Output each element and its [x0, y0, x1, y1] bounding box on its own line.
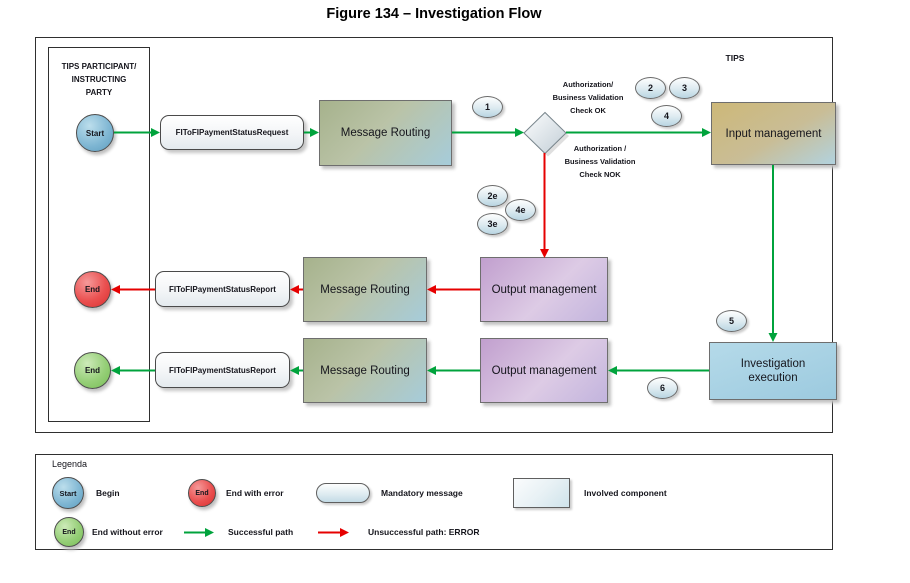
- legend-end-error-label: End with error: [226, 488, 284, 498]
- component-investigation-execution-label: Investigation execution: [740, 358, 806, 384]
- tips-lane-label: TIPS: [725, 53, 745, 63]
- legend-begin-symbol-label: Start: [59, 488, 77, 498]
- participant-lane-label: TIPS PARTICIPANT/ INSTRUCTING PARTY: [61, 62, 137, 97]
- component-output-management-error: Output management: [480, 257, 608, 322]
- start-node: Start: [76, 114, 114, 152]
- legend-end-error-symbol-label: End: [195, 489, 209, 497]
- message-payment-status-report-error: FIToFIPaymentStatusReport: [155, 271, 290, 307]
- component-message-routing-2-label: Message Routing: [320, 283, 410, 296]
- legend-begin-label: Begin: [96, 488, 120, 498]
- step-badge-3e: 3e: [477, 213, 508, 235]
- component-investigation-execution: Investigation execution: [709, 342, 837, 400]
- figure-title: Figure 134 – Investigation Flow: [326, 6, 542, 22]
- legend-mandatory-message-symbol: [316, 483, 370, 503]
- step-badge-4e: 4e: [505, 199, 536, 221]
- legend-begin-symbol: Start: [52, 477, 84, 509]
- end-error-node-label: End: [84, 285, 101, 294]
- end-ok-node-label: End: [84, 366, 101, 375]
- legend-success-path-label: Successful path: [228, 527, 294, 537]
- component-input-management: Input management: [711, 102, 836, 165]
- component-input-management-label: Input management: [725, 127, 822, 140]
- step-badge-2: 2: [635, 77, 666, 99]
- legend-title: Legenda: [52, 459, 88, 469]
- component-output-management-error-label: Output management: [491, 283, 597, 296]
- end-error-node: End: [74, 271, 111, 308]
- component-message-routing-1: Message Routing: [319, 100, 452, 166]
- component-output-management-ok-label: Output management: [491, 364, 597, 377]
- step-badge-4: 4: [651, 105, 682, 127]
- decision-nok-label: Authorization / Business Validation Chec…: [564, 144, 636, 179]
- component-message-routing-3: Message Routing: [303, 338, 427, 403]
- start-node-label: Start: [85, 128, 105, 138]
- participant-lane: TIPS PARTICIPANT/ INSTRUCTING PARTY: [48, 47, 150, 422]
- step-badge-2e: 2e: [477, 185, 508, 207]
- component-message-routing-1-label: Message Routing: [340, 127, 431, 139]
- legend-end-ok-symbol: End: [54, 517, 84, 547]
- legend-end-error-symbol: End: [188, 479, 216, 507]
- legend-involved-component-label: Involved component: [584, 488, 667, 498]
- legend-box: [35, 454, 833, 550]
- message-payment-status-report-ok: FIToFIPaymentStatusReport: [155, 352, 290, 388]
- legend-error-path-label: Unsuccessful path: ERROR: [368, 527, 480, 537]
- step-badge-3: 3: [669, 77, 700, 99]
- message-payment-status-request: FIToFIPaymentStatusRequest: [160, 115, 304, 150]
- legend-end-ok-label: End without error: [92, 527, 163, 537]
- legend-end-ok-symbol-label: End: [62, 528, 76, 536]
- message-payment-status-report-ok-label: FIToFIPaymentStatusReport: [169, 365, 276, 375]
- diagram-canvas: [35, 37, 833, 433]
- component-message-routing-2: Message Routing: [303, 257, 427, 322]
- message-payment-status-request-label: FIToFIPaymentStatusRequest: [175, 128, 289, 137]
- message-payment-status-report-error-label: FIToFIPaymentStatusReport: [169, 284, 276, 294]
- legend-mandatory-message-label: Mandatory message: [381, 488, 463, 498]
- step-badge-5: 5: [716, 310, 747, 332]
- legend-involved-component-symbol: [513, 478, 570, 508]
- end-ok-node: End: [74, 352, 111, 389]
- step-badge-1: 1: [472, 96, 503, 118]
- step-badge-6: 6: [647, 377, 678, 399]
- component-message-routing-3-label: Message Routing: [320, 364, 410, 377]
- component-output-management-ok: Output management: [480, 338, 608, 403]
- decision-ok-label: Authorization/ Business Validation Check…: [552, 80, 624, 115]
